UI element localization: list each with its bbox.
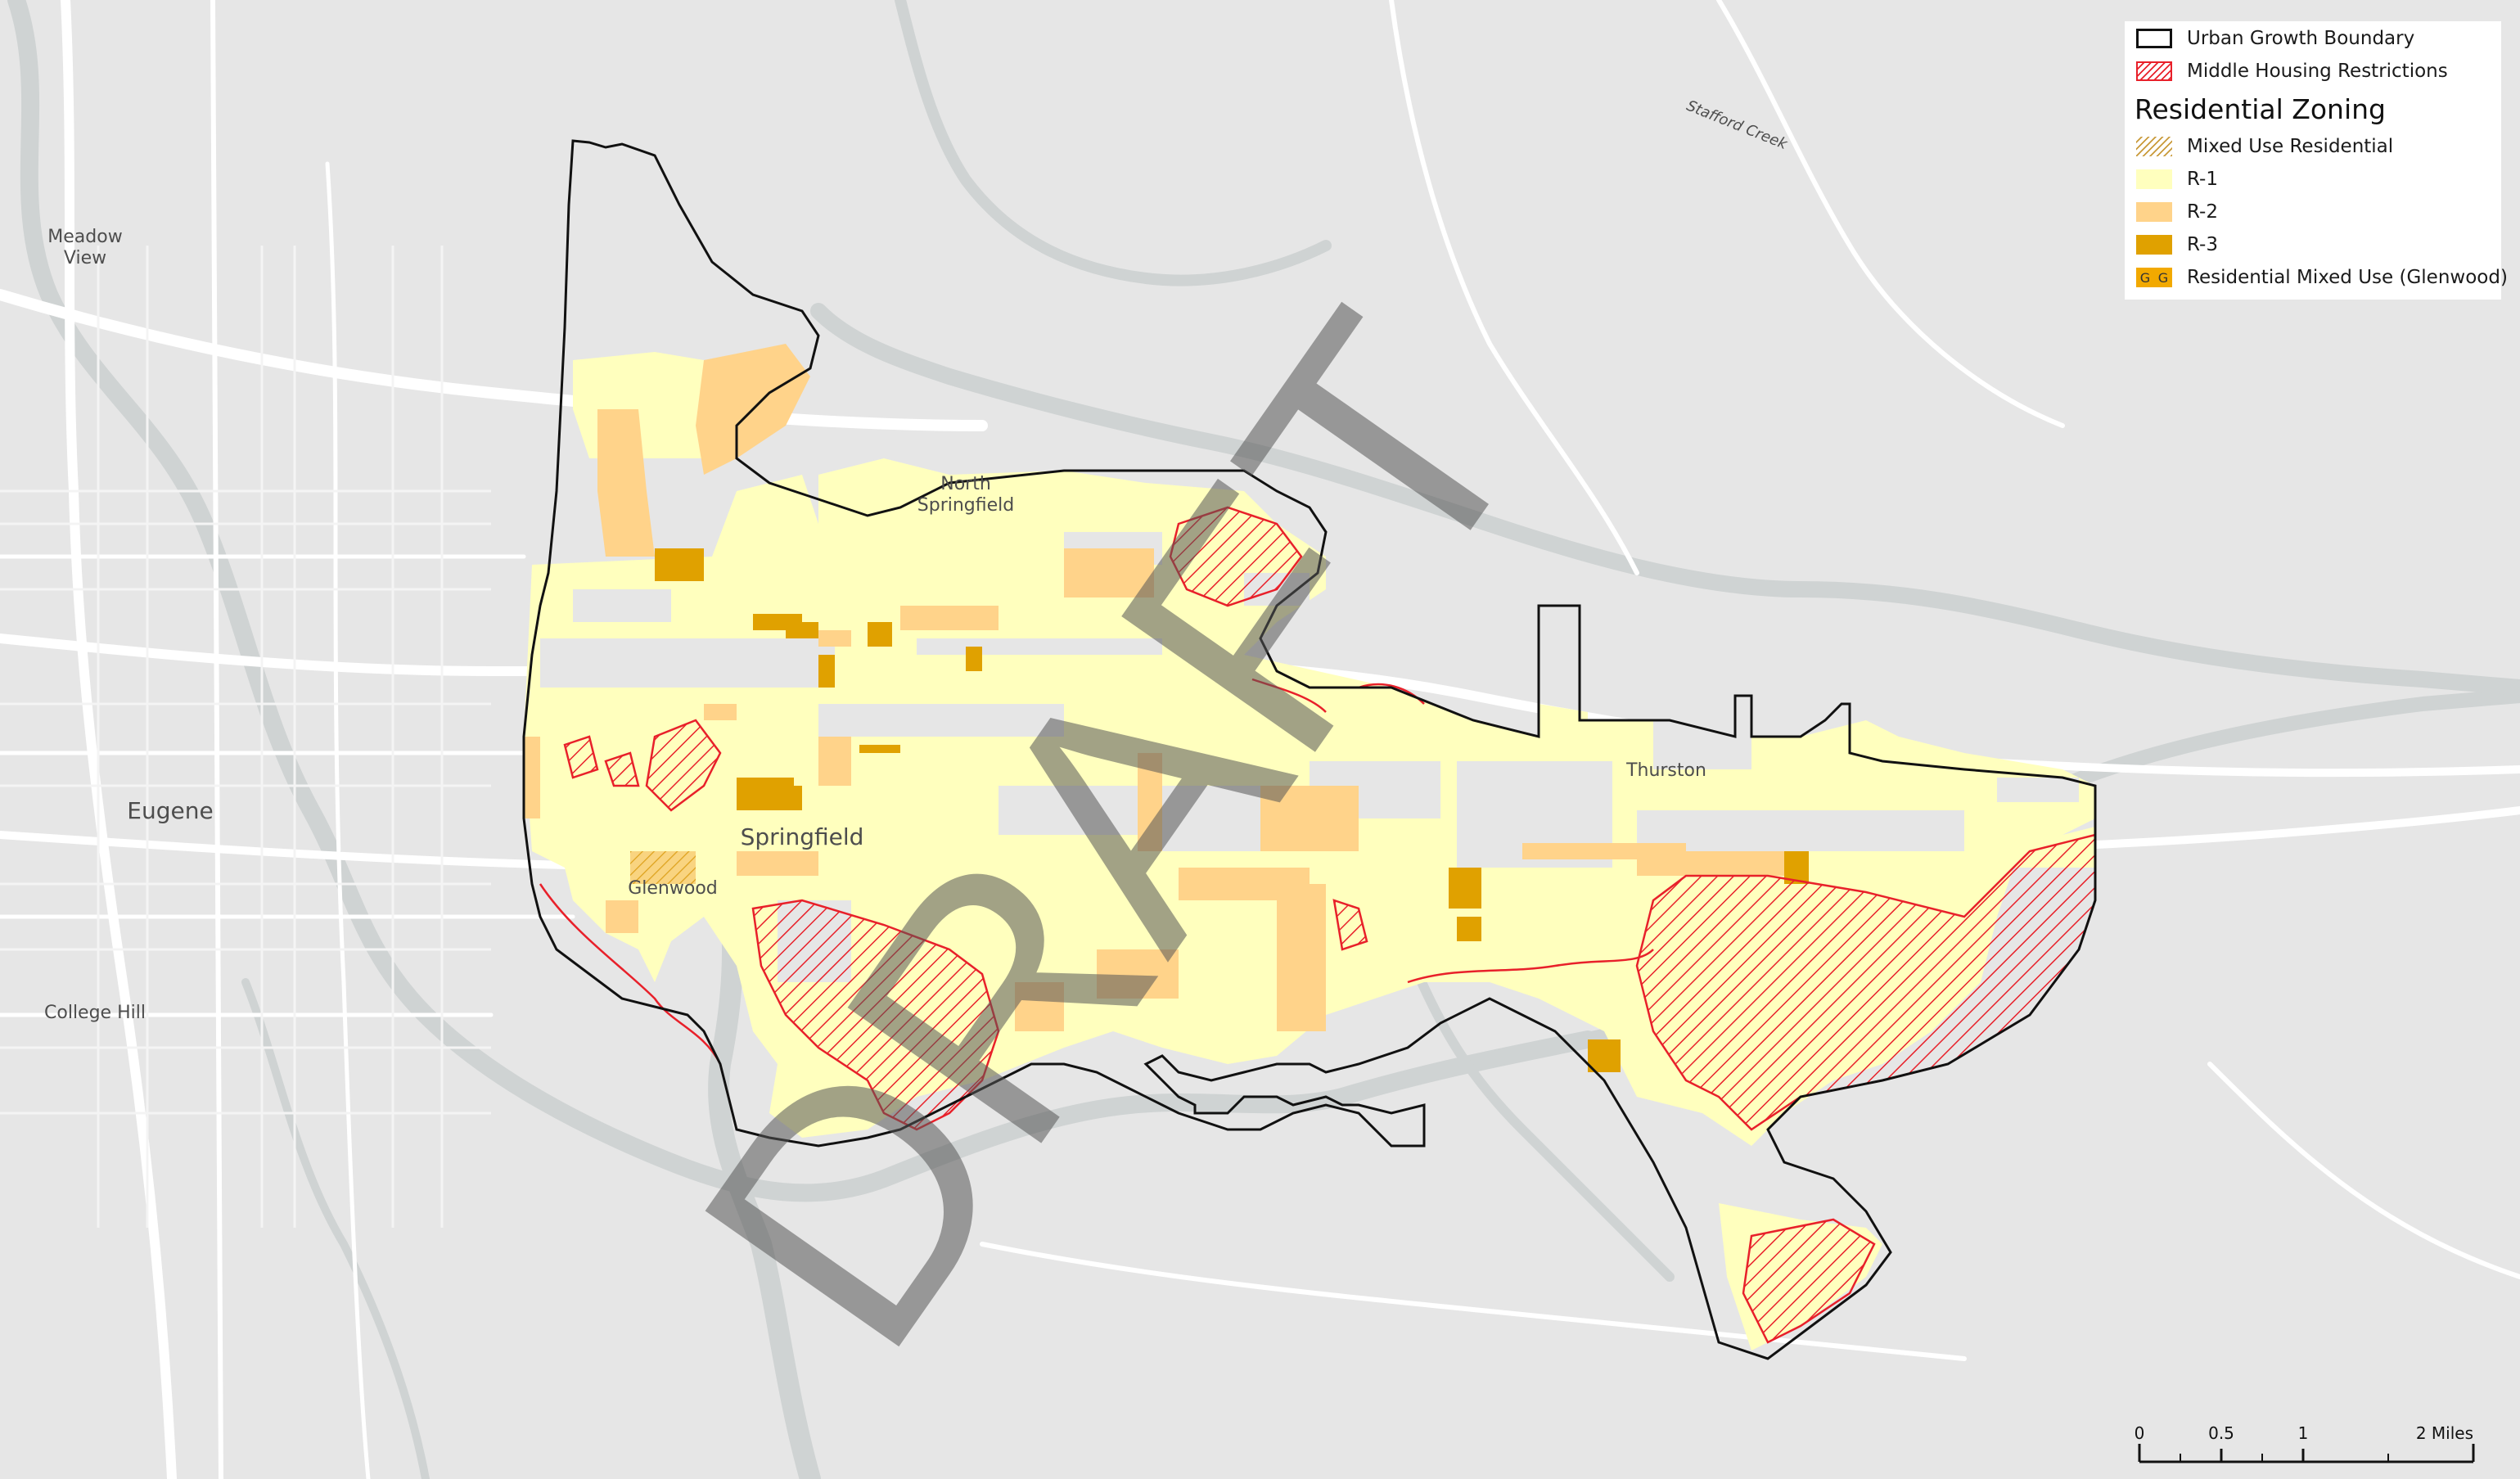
legend-item-mixed-use-residential: Mixed Use Residential [2136,133,2393,160]
label-north-springfield-2: Springfield [917,495,1014,516]
urban-growth-boundary [522,139,2097,1360]
label-eugene: Eugene [127,797,213,824]
label-college-hill: College Hill [44,1003,146,1023]
r3-zoning [655,548,1809,1072]
legend-item-r1: R-1 [2136,165,2218,193]
legend-label-mixed-use: Mixed Use Residential [2187,136,2394,157]
legend-swatch-r3 [2136,235,2172,255]
label-meadow-view-1: Meadow [47,227,122,247]
legend-glyph-g-2: G [2157,269,2169,286]
legend-item-urban-growth-boundary: Urban Growth Boundary [2136,25,2414,52]
legend-glyph-g-1: G [2139,269,2151,286]
legend-swatch-glenwood-rmu: G G [2136,268,2172,287]
legend-label-r3: R-3 [2187,234,2218,255]
scale-tick-2-miles: 2 Miles [2416,1423,2473,1443]
legend-item-r3: R-3 [2136,231,2218,259]
middle-housing-restrictions [539,506,2097,1344]
label-glenwood: Glenwood [628,878,718,899]
legend-item-glenwood-rmu: G G Residential Mixed Use (Glenwood) [2136,264,2508,291]
legend-label-restrictions: Middle Housing Restrictions [2187,61,2448,82]
legend-label-boundary: Urban Growth Boundary [2187,28,2415,49]
legend-label-r2: R-2 [2187,201,2218,223]
label-springfield: Springfield [741,823,864,850]
r2-zoning [524,344,1801,1031]
label-north-springfield-1: North [940,474,991,494]
legend-item-r2: R-2 [2136,198,2218,226]
legend-heading: Residential Zoning [2135,93,2387,125]
glenwood-rmu-zone [630,851,696,884]
label-meadow-view-2: View [64,248,106,268]
legend-swatch-r1 [2136,169,2172,189]
legend-label-glenwood-rmu: Residential Mixed Use (Glenwood) [2187,267,2508,288]
scale-tick-0: 0 [2135,1423,2145,1443]
map-legend: Urban Growth Boundary Middle Housing Res… [2125,21,2508,300]
legend-item-middle-housing-restrictions: Middle Housing Restrictions [2136,57,2448,85]
label-thurston: Thurston [1625,760,1706,781]
scale-tick-half: 0.5 [2208,1423,2234,1443]
legend-label-r1: R-1 [2187,169,2218,190]
legend-swatch-r2 [2136,202,2172,222]
scale-bar: 0 0.5 1 2 Miles [2135,1423,2475,1463]
legend-swatch-restrictions [2136,61,2172,81]
legend-swatch-boundary [2136,29,2172,48]
eugene-street-grid [0,246,491,1228]
scale-tick-1: 1 [2298,1423,2309,1443]
legend-swatch-mixed-use [2136,137,2172,156]
